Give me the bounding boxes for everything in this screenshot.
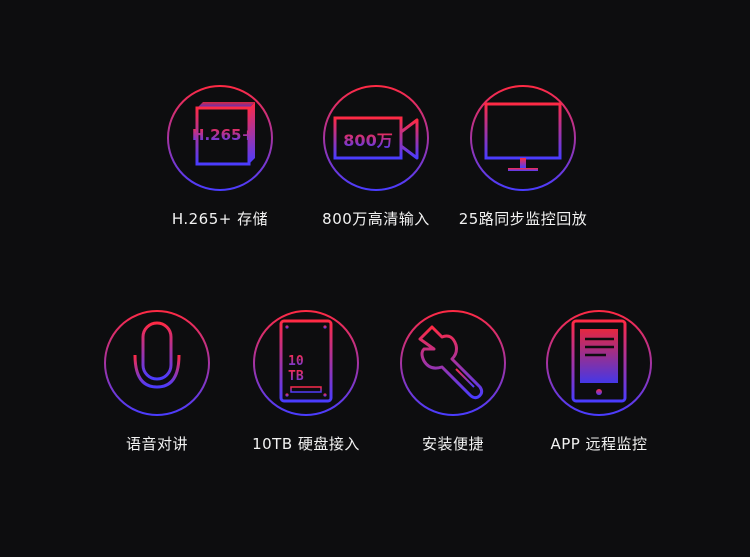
- feature-app-remote: APP 远程监控: [514, 303, 684, 454]
- h265-storage-icon: H.265+: [167, 85, 273, 191]
- feature-8mp-input: 800万 800万高清输入: [291, 78, 461, 229]
- hard-drive-icon: 10 TB: [253, 310, 359, 416]
- feature-label: 25路同步监控回放: [458, 210, 588, 228]
- feature-25ch-playback: 25路同步监控回放: [438, 78, 608, 229]
- wrench-icon: [400, 310, 506, 416]
- feature-label: 10TB 硬盘接入: [252, 435, 360, 453]
- feature-label: 安装便捷: [421, 435, 484, 453]
- microphone-icon: [104, 310, 210, 416]
- feature-label: 800万高清输入: [322, 210, 430, 228]
- feature-label: 语音对讲: [125, 435, 188, 453]
- tablet-icon: [546, 310, 652, 416]
- svg-text:TB: TB: [288, 369, 304, 384]
- feature-h265-storage: H.265+ H.265+ 存储: [135, 78, 305, 229]
- feature-easy-install: 安装便捷: [368, 303, 538, 454]
- camera-icon: 800万: [323, 85, 429, 191]
- feature-voice-intercom: 语音对讲: [72, 303, 242, 454]
- feature-label: H.265+ 存储: [171, 210, 269, 228]
- monitor-grid-icon: [470, 85, 576, 191]
- feature-10tb-hdd: 10 TB 10TB 硬盘接入: [221, 303, 391, 454]
- feature-label: APP 远程监控: [550, 435, 648, 453]
- svg-text:H.265+: H.265+: [192, 126, 254, 144]
- svg-text:10: 10: [288, 354, 304, 369]
- svg-text:800万: 800万: [343, 131, 392, 150]
